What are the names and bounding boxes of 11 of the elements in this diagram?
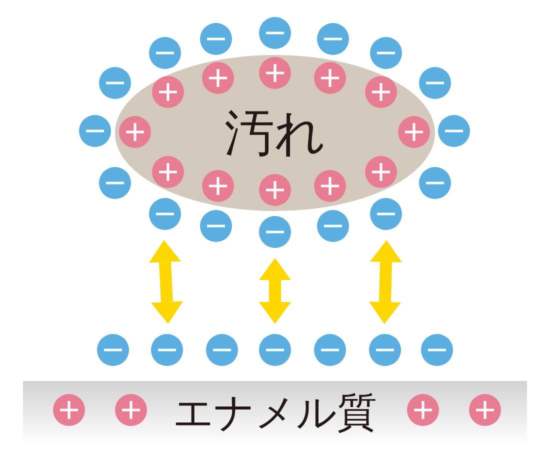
double-arrow [259, 258, 291, 324]
negative-ion-icon [259, 216, 291, 248]
negative-ion-icon [369, 334, 401, 366]
negative-ion-icon [151, 334, 183, 366]
stain-label: 汚れ [224, 108, 326, 158]
double-arrow [369, 240, 402, 324]
negative-ion-icon [370, 198, 402, 230]
enamel-label: エナメル質 [173, 393, 377, 433]
negative-ion-icon [149, 198, 181, 230]
negative-ion-icon [259, 334, 291, 366]
double-arrow [149, 240, 183, 324]
